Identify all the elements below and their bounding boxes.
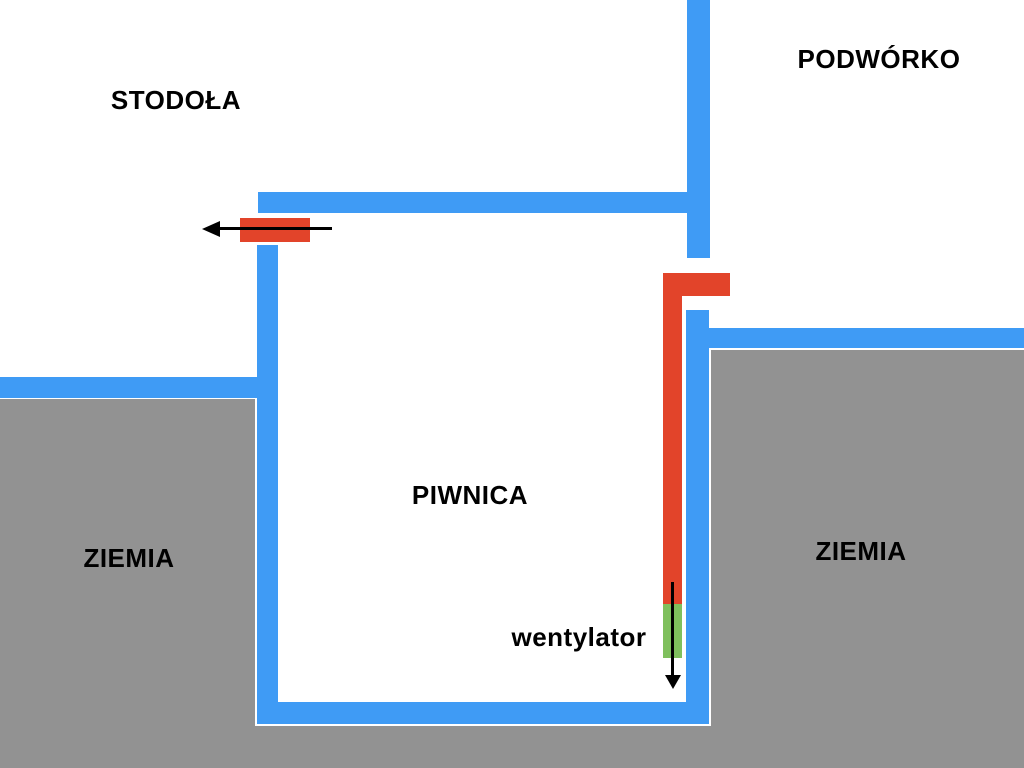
cellar-left-wall xyxy=(257,245,278,724)
label-piwnica: PIWNICA xyxy=(411,480,529,510)
cellar-floor xyxy=(257,702,709,724)
label-stodola: STODOŁA xyxy=(110,85,242,115)
ground-left xyxy=(0,399,255,768)
cellar-ceiling-wall xyxy=(258,192,710,213)
label-ziemia-left: ZIEMIA xyxy=(83,543,175,573)
exhaust-outlet-duct xyxy=(240,218,310,242)
cellar-right-wall xyxy=(686,310,709,724)
label-podworko: PODWÓRKO xyxy=(797,44,961,74)
ground-below-cellar xyxy=(255,726,711,768)
intake-airflow-arrow-shaft xyxy=(671,582,674,676)
label-ziemia-right: ZIEMIA xyxy=(815,536,907,566)
ground-right xyxy=(711,350,1024,768)
barn-floor-surface xyxy=(0,377,278,398)
barn-yard-divider-wall xyxy=(687,0,710,258)
intake-duct-vertical xyxy=(663,273,682,604)
yard-ground-surface xyxy=(708,328,1024,348)
label-wentylator: wentylator xyxy=(511,622,647,652)
exhaust-airflow-arrow-head xyxy=(202,221,220,237)
intake-airflow-arrow-head xyxy=(665,675,681,689)
exhaust-airflow-arrow-shaft xyxy=(214,227,332,230)
